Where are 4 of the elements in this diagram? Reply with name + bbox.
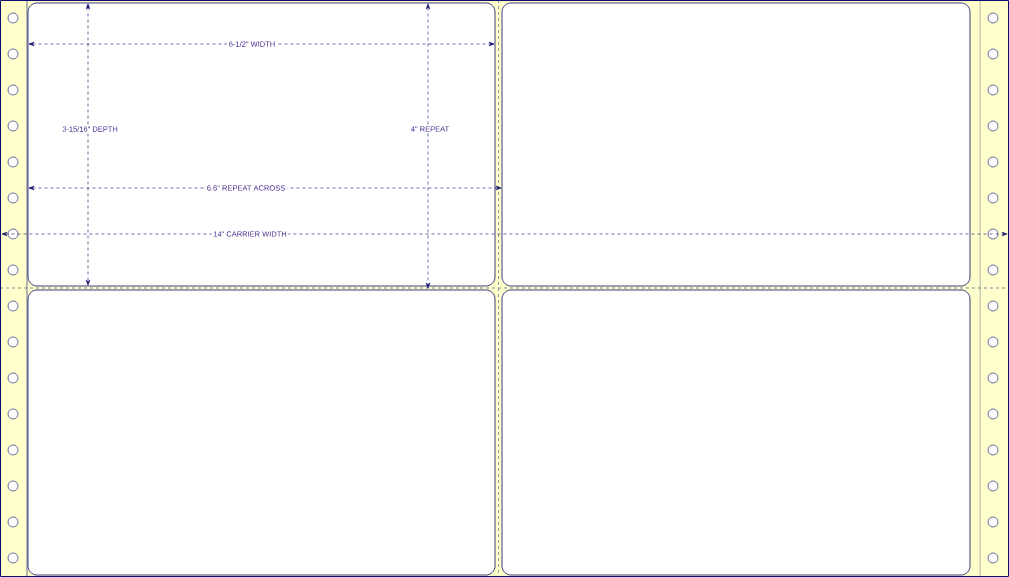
label-box — [27, 289, 496, 576]
label-box — [27, 2, 496, 287]
label-box — [501, 2, 971, 287]
label-box — [501, 289, 971, 576]
